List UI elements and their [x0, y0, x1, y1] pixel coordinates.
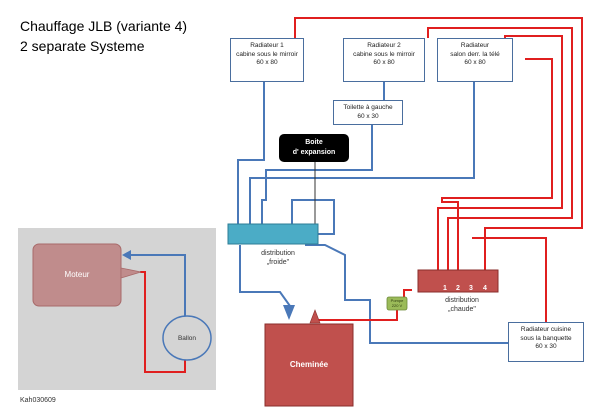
moteur-outlet — [120, 267, 142, 279]
radiateur-1-location: cabine sous le mirroir — [236, 50, 298, 58]
pompe-line2: 220 V — [391, 303, 403, 308]
radiateur-cuisine-box: Radiateur cuisine sous la banquette 60 x… — [508, 322, 584, 362]
pipe-hot-cuisine — [472, 237, 547, 322]
port-2: 2 — [456, 285, 460, 292]
distribution-chaude-block — [417, 269, 499, 293]
title-line2: 2 separate Systeme — [20, 38, 145, 54]
pipe-hot-cheminee — [318, 310, 398, 321]
cheminee-block — [264, 323, 354, 407]
radiateur-cuisine-name: Radiateur cuisine — [520, 326, 572, 333]
radiateur-2-location: cabine sous le mirroir — [353, 50, 415, 58]
radiateur-salon-name: Radiateur — [460, 42, 490, 49]
cheminee-outlet-arrow — [309, 309, 321, 324]
toilette-box: Toilette à gauche 60 x 30 — [333, 100, 403, 125]
radiateur-2-name: Radiateur 2 — [367, 42, 401, 49]
toilette-name: Toilette à gauche — [343, 104, 393, 111]
radiateur-1-size: 60 x 80 — [256, 59, 278, 66]
pipe-hot-4 — [441, 58, 553, 272]
pompe-label: Pompe 220 V — [387, 298, 407, 308]
engine-circuit — [130, 254, 186, 373]
pipe-toilette — [261, 125, 373, 225]
pipe-cuisine-return — [305, 244, 508, 344]
pipe-hot-3 — [437, 35, 563, 272]
radiateur-2-size: 60 x 80 — [373, 59, 395, 66]
cold-pipes — [237, 82, 508, 344]
distribution-froide-block — [227, 223, 319, 245]
cheminee-label: Cheminée — [289, 360, 329, 369]
distribution-froide-line2: „froide" — [266, 259, 290, 266]
pipe-r1 — [237, 82, 265, 225]
toilette-size: 60 x 30 — [357, 112, 379, 120]
ballon-tank — [162, 315, 212, 361]
distribution-chaude-label: distribution „chaude" — [432, 296, 492, 314]
port-3: 3 — [469, 285, 473, 292]
radiateur-1-name: Radiateur 1 — [250, 42, 284, 49]
expansion-label-line1: Boite — [305, 139, 323, 146]
title-line1: Chauffage JLB (variante 4) — [20, 18, 188, 34]
port-4: 4 — [483, 285, 487, 292]
pipe-r3 — [249, 82, 475, 225]
pipe-hot-2 — [427, 27, 573, 272]
radiateur-salon-box: Radiateur salon derr. la télé 60 x 80 — [437, 38, 513, 82]
pipe-expansion — [291, 199, 335, 235]
pipe-to-cheminee — [239, 245, 291, 307]
pompe-block — [386, 296, 408, 311]
footer-code: Kah030609 — [20, 397, 56, 404]
expansion-block — [279, 134, 349, 162]
radiateur-1-box: Radiateur 1 cabine sous le mirroir 60 x … — [230, 38, 304, 82]
radiateur-cuisine-location: sous la banquette — [520, 334, 572, 342]
distribution-froide-label: distribution „froide" — [248, 249, 308, 267]
distribution-chaude-line2: „chaude" — [448, 306, 476, 313]
pompe-line1: Pompe — [390, 298, 404, 303]
radiateur-salon-size: 60 x 80 — [464, 59, 486, 66]
distribution-froide-line1: distribution — [261, 250, 295, 257]
engine-inlet-arrow — [122, 250, 131, 260]
engine-hot-pipe — [140, 271, 186, 373]
radiateur-salon-location: salon derr. la télé — [450, 50, 500, 58]
radiateur-2-box: Radiateur 2 cabine sous le mirroir 60 x … — [343, 38, 425, 82]
distribution-chaude-line1: distribution — [445, 297, 479, 304]
expansion-label: Boite d' expansion — [279, 138, 349, 158]
ballon-label: Ballon — [177, 335, 197, 342]
port-1: 1 — [443, 285, 447, 292]
cheminee-inlet-arrow — [283, 305, 295, 320]
pipe-hot-1 — [294, 17, 583, 272]
hot-pipes — [294, 17, 583, 322]
engine-cold-pipe — [130, 254, 186, 325]
moteur-label: Moteur — [64, 270, 90, 279]
expansion-label-line2: d' expansion — [292, 149, 336, 156]
radiateur-cuisine-size: 60 x 30 — [535, 343, 557, 350]
